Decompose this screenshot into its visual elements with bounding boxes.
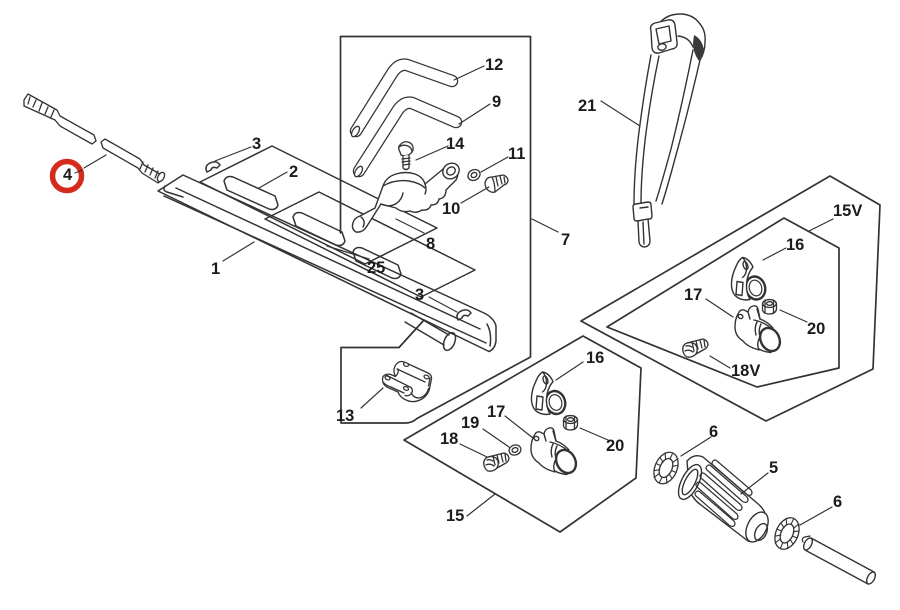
svg-text:18: 18 [440,430,458,448]
svg-text:11: 11 [508,145,525,163]
svg-text:10: 10 [442,200,460,218]
svg-text:17: 17 [684,286,702,304]
svg-text:14: 14 [446,135,465,153]
svg-text:3: 3 [252,135,261,153]
svg-text:18V: 18V [731,362,760,380]
svg-text:2: 2 [289,163,298,181]
svg-text:6: 6 [833,493,842,511]
svg-text:9: 9 [492,93,501,111]
svg-text:25: 25 [367,259,385,277]
svg-text:13: 13 [336,407,354,425]
svg-text:16: 16 [786,236,804,254]
svg-text:20: 20 [606,437,624,455]
svg-text:5: 5 [769,459,778,477]
svg-text:3: 3 [415,286,424,304]
svg-text:12: 12 [485,56,503,74]
svg-text:20: 20 [807,320,825,338]
svg-text:1: 1 [211,260,220,278]
svg-text:4: 4 [63,166,73,184]
svg-text:17: 17 [487,403,505,421]
svg-text:21: 21 [578,97,596,115]
svg-text:15: 15 [446,507,464,525]
svg-text:8: 8 [426,235,435,253]
svg-text:6: 6 [709,423,718,441]
svg-text:19: 19 [461,414,479,432]
svg-text:15V: 15V [833,202,862,220]
svg-text:16: 16 [586,349,604,367]
svg-text:7: 7 [561,231,570,249]
